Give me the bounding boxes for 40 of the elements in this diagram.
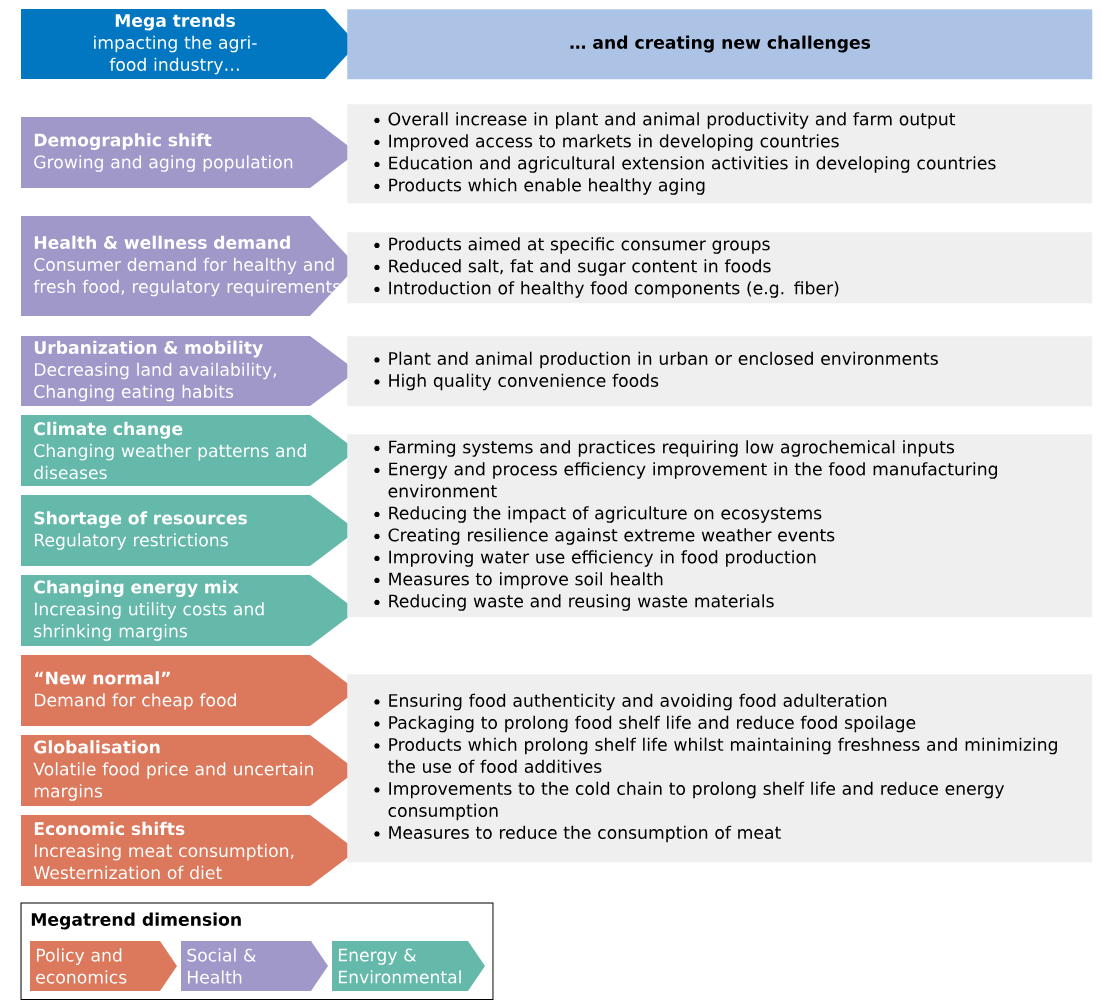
bullet-item: High quality convenience foods bbox=[374, 373, 659, 391]
challenge-box bbox=[347, 336, 1093, 407]
bullet-item: Measures to reduce the consumption of meat bbox=[374, 825, 781, 843]
bullet-item: Improving water use efficiency in food production bbox=[374, 550, 816, 567]
challenge-box bbox=[347, 232, 1093, 304]
trend-banner: Changing energy mix Increasing utility costs and shrinking margins bbox=[21, 575, 357, 646]
trend-banner: Mega trends impacting the agri-food industry… bbox=[21, 9, 357, 79]
challenge-box bbox=[347, 104, 1093, 204]
bullet-item: Products aimed at specific consumer groups bbox=[374, 237, 770, 254]
bullet-item: Improvements to the cold chain to prolong shelf life and reduce energy consumption bbox=[374, 781, 1005, 821]
bullet-item: Reducing waste and reusing waste materials bbox=[374, 594, 774, 611]
challenge-box: … and creating new challenges bbox=[347, 9, 1093, 80]
trend-banner: “New normal” Demand for cheap food bbox=[21, 655, 357, 726]
bullet-item: Improved access to markets in developing countries bbox=[374, 134, 839, 151]
bullet-item: Reducing the impact of agriculture on ecosystems bbox=[374, 506, 822, 523]
challenge-box bbox=[347, 674, 1093, 863]
bullet-item: Measures to improve soil health bbox=[374, 572, 663, 589]
trend-banner: Urbanization & mobility Decreasing land availability, Changing eating habits bbox=[21, 336, 357, 406]
legend-title: Megatrend dimension bbox=[31, 912, 241, 930]
bullet-item: Creating resilience against extreme weather events bbox=[374, 528, 835, 545]
bullet-item: Education and agricultural extension activities in developing countries bbox=[374, 156, 996, 173]
bullet-item: Energy and process efficiency improvement in the food manufacturing environment bbox=[374, 462, 997, 498]
challenge-box bbox=[347, 434, 1093, 618]
legend-text: Social & Health bbox=[187, 948, 256, 984]
bullet-item: Reduced salt, fat and sugar content in foods bbox=[374, 259, 771, 276]
bullet-item: Packaging to prolong food shelf life and reduce food spoilage bbox=[374, 715, 916, 733]
trend-banner: Globalisation Volatile food price and uncertain margins bbox=[21, 735, 357, 806]
bullet-item: Plant and animal production in urban or enclosed environments bbox=[374, 351, 938, 369]
bullet-item: Farming systems and practices requiring low agrochemical inputs bbox=[374, 440, 954, 457]
legend-text: Policy and economics bbox=[36, 948, 127, 984]
trend-banner: Shortage of resources Regulatory restrictions bbox=[21, 495, 357, 566]
trend-banner: Demographic shift Growing and aging population bbox=[21, 117, 357, 188]
bullet-item: Products which prolong shelf life whilst maintaining freshness and minimizing the use of food additives bbox=[374, 737, 1057, 773]
bullet-item: Introduction of healthy food components (e.g. fiber) bbox=[374, 281, 839, 298]
bullet-item: Ensuring food authenticity and avoiding food adulteration bbox=[374, 693, 887, 711]
legend-text: Energy & Environmental bbox=[338, 948, 461, 984]
bullet-item: Overall increase in plant and animal productivity and farm output bbox=[374, 112, 956, 129]
bullet-item: Products which enable healthy aging bbox=[374, 178, 705, 195]
trend-banner: Economic shifts Increasing meat consumption, Westernization of diet bbox=[21, 815, 357, 886]
trend-banner: Climate change Changing weather patterns and diseases bbox=[21, 415, 357, 486]
